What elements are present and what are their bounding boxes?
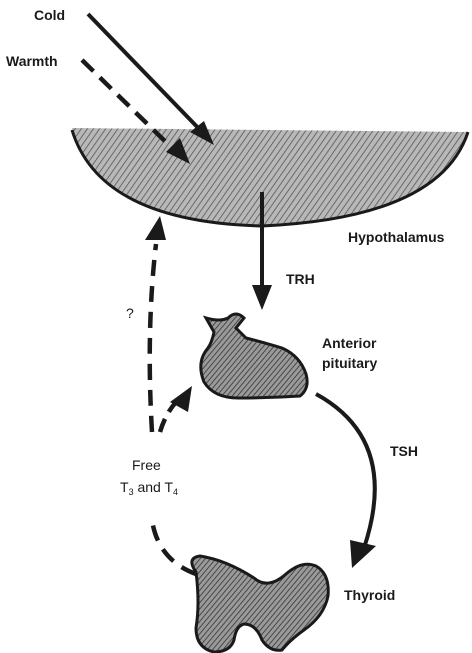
- feedback-to-hypothalamus-arrow: [150, 244, 156, 432]
- anterior-pituitary-shape: [201, 314, 307, 398]
- trh-arrowhead: [252, 285, 272, 310]
- tsh-arrowhead: [350, 540, 376, 568]
- warmth-label: Warmth: [6, 53, 58, 69]
- hypothalamus-label: Hypothalamus: [348, 229, 445, 245]
- cold-arrow: [88, 14, 205, 135]
- thyroid-label: Thyroid: [344, 587, 395, 603]
- thyroid-to-free-hormones-line: [152, 520, 196, 574]
- trh-label: TRH: [286, 271, 315, 287]
- question-label: ?: [126, 305, 134, 321]
- thyroid-shape: [192, 556, 328, 652]
- cold-label: Cold: [34, 7, 65, 23]
- feedback-to-hypothalamus-arrowhead: [145, 216, 166, 240]
- tsh-label: TSH: [390, 443, 418, 459]
- free-label: Free: [132, 457, 161, 473]
- anterior-pituitary-label-line2: pituitary: [322, 355, 377, 371]
- t3-t4-label: T3 and T4: [120, 479, 178, 497]
- tsh-arrow: [316, 394, 375, 548]
- anterior-pituitary-label-line1: Anterior: [322, 335, 377, 351]
- hypothalamus-shape: [72, 128, 468, 226]
